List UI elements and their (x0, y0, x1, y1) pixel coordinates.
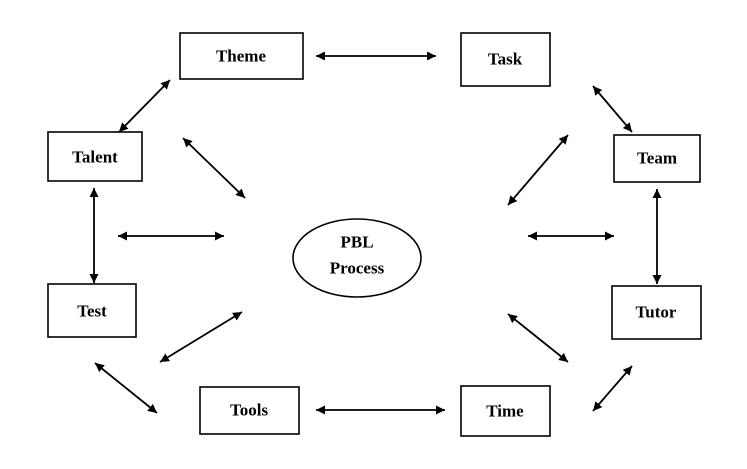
arrow-inner-lower-left (159, 311, 243, 363)
node-team-label: Team (637, 149, 677, 168)
arrow-task-team (592, 85, 633, 133)
inner-connectors (118, 134, 614, 363)
node-tutor: Tutor (611, 285, 702, 340)
arrow-inner-upper-left (182, 137, 246, 199)
arrow-inner-upper-right (507, 134, 569, 206)
node-test-label: Test (77, 302, 107, 321)
arrow-tutor-time (592, 365, 633, 412)
center-process: PBL Process (292, 218, 422, 298)
node-tutor-label: Tutor (636, 303, 677, 322)
node-talent-label: Talent (72, 148, 118, 167)
center-ellipse (292, 218, 422, 298)
center-label-line2: Process (330, 259, 385, 278)
outer-connectors (89, 51, 662, 415)
node-theme-label: Theme (216, 47, 267, 66)
node-time: Time (460, 385, 551, 437)
arrow-talent-theme (118, 79, 171, 133)
arrow-inner-lower-right (507, 313, 569, 363)
node-theme: Theme (179, 32, 304, 80)
node-task: Task (460, 32, 551, 87)
node-task-label: Task (488, 50, 523, 69)
center-label-line1: PBL (340, 233, 373, 252)
node-time-label: Time (486, 402, 524, 421)
node-talent: Talent (47, 131, 143, 182)
node-team: Team (613, 134, 701, 183)
node-tools: Tools (199, 386, 300, 435)
node-test: Test (47, 283, 137, 338)
node-tools-label: Tools (230, 401, 269, 420)
arrow-test-tools (94, 362, 158, 414)
